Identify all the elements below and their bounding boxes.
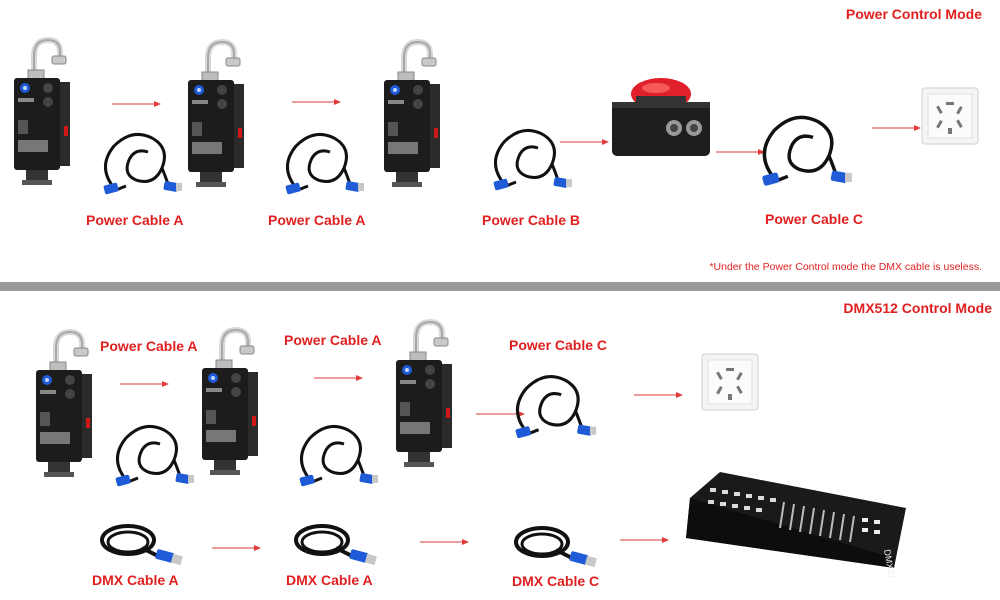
dmx-cable-icon xyxy=(96,518,186,568)
arrow-icon xyxy=(292,98,342,106)
wall-outlet-icon xyxy=(920,86,980,146)
power-cable-label: Power Cable B xyxy=(482,212,580,228)
hoist-controller-icon xyxy=(390,318,460,468)
power-cable-icon xyxy=(484,370,624,442)
arrow-icon xyxy=(120,380,170,388)
arrow-icon xyxy=(212,544,262,552)
power-cable-icon xyxy=(486,124,576,194)
arrow-icon xyxy=(314,374,364,382)
dmx-cable-label: DMX Cable A xyxy=(286,572,373,588)
dmx-cable-icon xyxy=(290,518,380,568)
power-cable-icon xyxy=(108,420,198,490)
red-button-box-icon xyxy=(606,72,716,162)
power-cable-icon xyxy=(278,128,368,198)
power-cable-icon xyxy=(292,420,382,490)
arrow-icon xyxy=(620,536,670,544)
arrow-icon xyxy=(420,538,470,546)
power-cable-label: Power Cable A xyxy=(268,212,366,228)
power-control-mode-title: Power Control Mode xyxy=(846,6,982,22)
power-cable-icon xyxy=(96,128,186,198)
hoist-controller-icon xyxy=(30,328,100,478)
dmx-cable-icon xyxy=(510,520,600,570)
power-cable-label: Power Cable A xyxy=(100,338,198,354)
hoist-controller-icon xyxy=(378,38,448,188)
arrow-icon xyxy=(112,100,162,108)
hoist-controller-icon xyxy=(182,38,252,188)
hoist-controller-icon xyxy=(8,36,78,186)
section-divider xyxy=(0,282,1000,291)
wall-outlet-icon xyxy=(700,352,760,412)
power-cable-label: Power Cable A xyxy=(86,212,184,228)
power-cable-label: Power Cable A xyxy=(284,332,382,348)
arrow-icon xyxy=(634,391,684,399)
dmx512-control-mode-title: DMX512 Control Mode xyxy=(843,300,992,316)
dmx-console-icon xyxy=(680,468,910,578)
power-cable-icon xyxy=(740,110,870,190)
power-cable-label: Power Cable C xyxy=(765,211,863,227)
power-mode-note: *Under the Power Control mode the DMX ca… xyxy=(709,261,982,273)
dmx-cable-label: DMX Cable C xyxy=(512,573,599,589)
arrow-icon xyxy=(872,124,922,132)
hoist-controller-icon xyxy=(196,326,266,476)
power-cable-label: Power Cable C xyxy=(509,337,607,353)
dmx-cable-label: DMX Cable A xyxy=(92,572,179,588)
